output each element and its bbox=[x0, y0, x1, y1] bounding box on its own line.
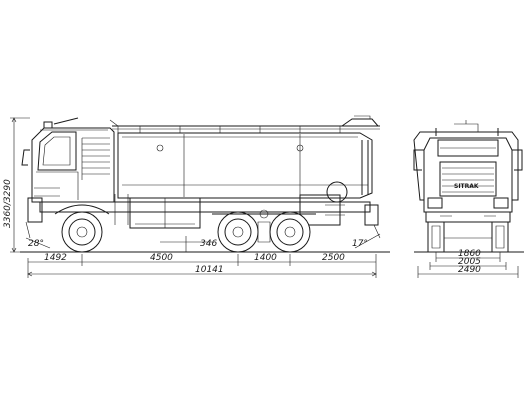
rear-wheel-2 bbox=[269, 211, 311, 253]
wheelbase-label: 4500 bbox=[150, 253, 173, 263]
track2-label: 2005 bbox=[458, 257, 481, 267]
height-label: 3360/3290 bbox=[3, 179, 13, 228]
width-label: 2490 bbox=[458, 265, 481, 275]
cab bbox=[21, 117, 115, 239]
rear-overhang-label: 2500 bbox=[322, 253, 345, 263]
front-overhang-label: 1492 bbox=[44, 253, 67, 263]
approach-angle-label: 28° bbox=[28, 239, 44, 249]
rear-wheel-1 bbox=[217, 211, 259, 253]
front-wheel bbox=[54, 204, 110, 253]
tank bbox=[109, 115, 380, 199]
wheels bbox=[54, 204, 316, 253]
axle-spacing-label: 1400 bbox=[254, 253, 277, 263]
track1-label: 1860 bbox=[458, 249, 481, 259]
clearance-label: 346 bbox=[200, 239, 217, 249]
side-view: 3360/3290 28° 17° 346 1492 4500 1400 250… bbox=[3, 115, 390, 278]
brand-badge: SITRAK bbox=[454, 183, 479, 190]
side-dimensions: 3360/3290 28° 17° 346 1492 4500 1400 250… bbox=[3, 117, 381, 278]
departure-angle-label: 17° bbox=[352, 239, 368, 249]
total-length-label: 10141 bbox=[195, 265, 224, 275]
front-dimensions: 1860 2005 2490 bbox=[417, 249, 519, 278]
chassis bbox=[39, 181, 381, 239]
front-view: SITRAK 1860 2005 2490 bbox=[413, 120, 524, 278]
